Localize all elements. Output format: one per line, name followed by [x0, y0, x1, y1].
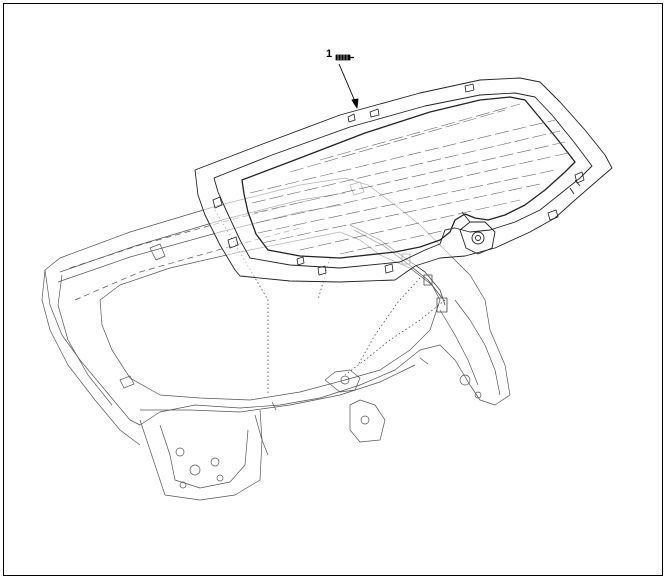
rear-window-glass — [194, 77, 613, 283]
clip-fastener-icon — [335, 54, 354, 61]
assembly-guide-lines — [214, 209, 446, 395]
callout-number-1: 1 — [326, 48, 333, 60]
callout-leader — [338, 63, 359, 109]
